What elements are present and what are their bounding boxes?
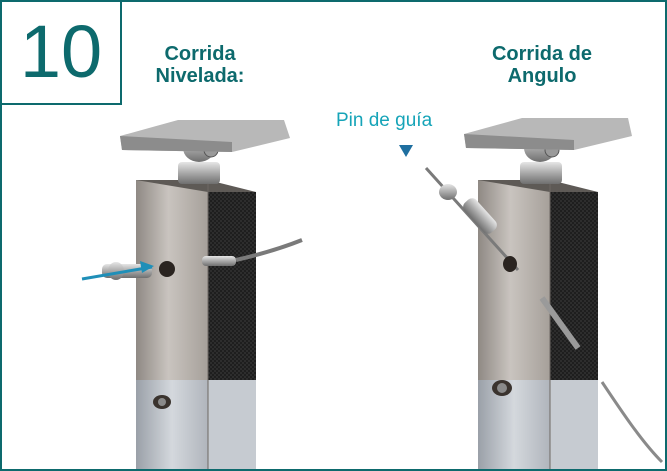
step-number: 10 (19, 10, 103, 93)
level-run-heading: Corrida Nivelada: (130, 43, 270, 87)
level-run-heading-line-1: Corrida (164, 43, 236, 65)
guide-pin-label: Pin de guía (336, 110, 433, 131)
triangle-down-icon (399, 145, 413, 157)
right-top-mount (464, 118, 632, 184)
level-run-heading-line-2: Nivelada: (155, 65, 245, 87)
right-angled-fitting (424, 166, 664, 464)
left-top-mount (120, 120, 290, 184)
step-number-box: 10 (2, 2, 122, 105)
angle-run-heading-line-2: Angulo (507, 65, 577, 87)
right-post (478, 180, 598, 469)
angle-run-heading-line-1: Corrida de (491, 43, 593, 65)
left-post (136, 180, 256, 469)
arrow-right-icon (81, 261, 154, 281)
angle-run-heading: Corrida de Angulo (462, 43, 622, 87)
